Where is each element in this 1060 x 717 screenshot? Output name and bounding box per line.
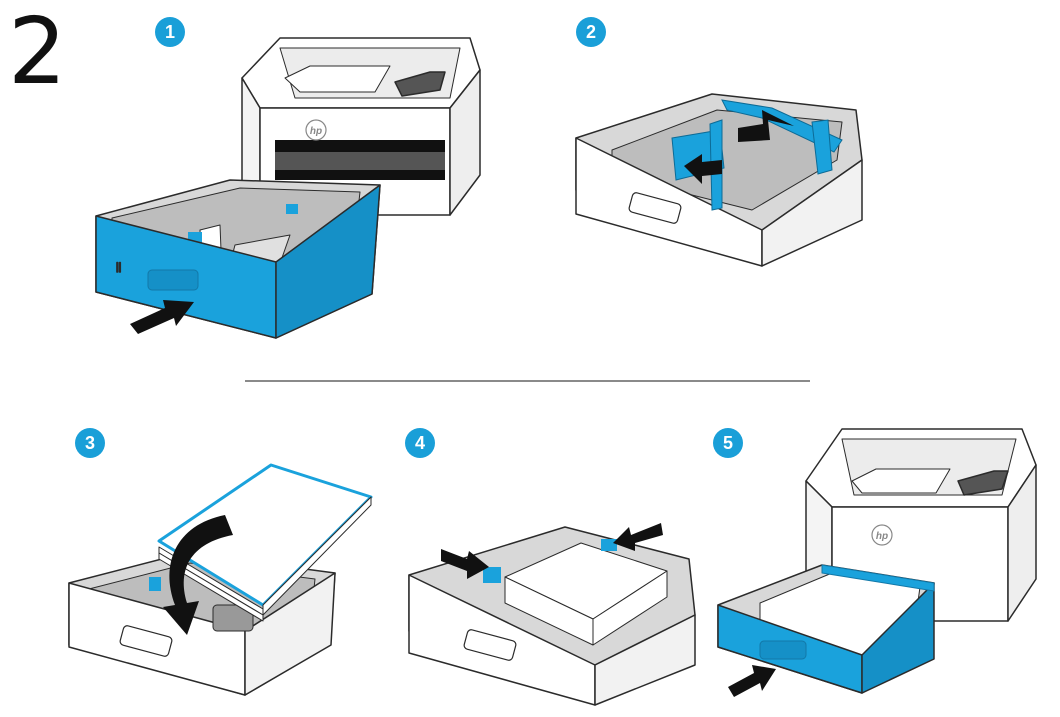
step-4-illustration xyxy=(408,523,696,706)
step-1-illustration: hp || xyxy=(95,37,481,339)
svg-text:hp: hp xyxy=(310,126,322,137)
tray-paper xyxy=(504,542,668,646)
paper-tray: || xyxy=(95,179,381,339)
svg-text:||: || xyxy=(116,262,121,273)
printer-body xyxy=(805,428,1037,622)
step-badge-2: 2 xyxy=(576,17,606,47)
step-5-illustration: hp xyxy=(717,428,1037,697)
push-arrow-icon xyxy=(728,665,776,697)
step-badge-3: 3 xyxy=(75,428,105,458)
step-2-illustration xyxy=(575,93,863,267)
curved-arrow-icon xyxy=(163,515,233,635)
paper-tray xyxy=(717,564,935,694)
page-number: 2 xyxy=(8,0,67,105)
step-3-illustration xyxy=(68,463,373,696)
hp-logo: hp xyxy=(871,524,893,546)
push-arrow-icon xyxy=(441,523,663,579)
step-badge-1: 1 xyxy=(155,17,185,47)
svg-text:hp: hp xyxy=(876,531,888,542)
section-divider xyxy=(245,380,810,382)
push-arrow-icon xyxy=(684,110,794,184)
hp-logo: hp xyxy=(305,119,327,141)
pull-arrow-icon xyxy=(130,300,194,334)
tray-guides xyxy=(483,539,617,583)
step-badge-4: 4 xyxy=(405,428,435,458)
step-badge-5: 5 xyxy=(713,428,743,458)
